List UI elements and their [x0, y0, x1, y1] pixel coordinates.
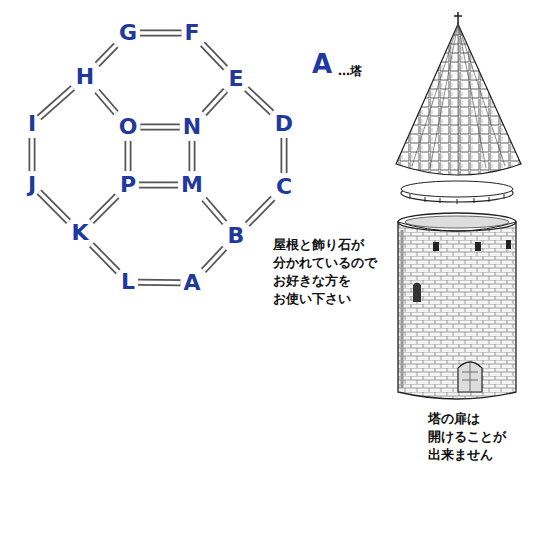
wall-connector	[247, 198, 273, 224]
wall-connector	[139, 185, 178, 186]
tower-letter: P	[118, 172, 138, 198]
node-letter: N	[183, 115, 201, 139]
node-letter: H	[76, 65, 94, 89]
tower-letter: H	[74, 64, 96, 90]
wall-connector	[39, 88, 73, 118]
wall-connector	[127, 141, 128, 171]
wall-connector	[92, 245, 118, 272]
node-letter: I	[28, 112, 36, 136]
node-letter: K	[71, 221, 88, 245]
wall-connector	[97, 45, 116, 64]
wall-connector	[203, 44, 226, 68]
wall-connector	[140, 33, 181, 34]
note-text: 塔の扉は 開けることが 出来ません	[428, 410, 514, 464]
node-letter: F	[184, 21, 199, 45]
tower-letter: O	[117, 114, 140, 140]
wall-connector	[138, 282, 180, 284]
tower-letter: B	[226, 223, 247, 249]
node-letter: M	[181, 173, 203, 197]
tower-letter: F	[182, 20, 201, 46]
node-letter: C	[276, 175, 292, 199]
tower-letter: A	[181, 270, 202, 296]
key-text: …塔	[338, 64, 362, 78]
node-letter: L	[121, 270, 135, 294]
wall-connector	[92, 196, 117, 221]
node-letter: A	[183, 271, 200, 295]
tower-letter: D	[273, 111, 295, 137]
node-letter: E	[228, 67, 243, 91]
key-letter: A	[312, 50, 332, 78]
node-letter: P	[120, 173, 136, 197]
wall-connector	[39, 192, 68, 221]
node-letter: G	[119, 21, 137, 45]
tower-letter: J	[26, 172, 38, 198]
node-letter: O	[119, 115, 138, 139]
tower-letter: G	[117, 20, 139, 46]
tower-letter: I	[26, 111, 38, 137]
tower-letter: M	[179, 172, 205, 198]
tower-letter: L	[119, 269, 137, 295]
wall-connector	[247, 89, 272, 113]
wall-connector	[97, 91, 116, 113]
tower-letter: C	[274, 174, 294, 200]
tower-letter: E	[226, 66, 245, 92]
tower-letter: N	[181, 114, 203, 140]
wall-connector	[283, 138, 284, 173]
wall-connector	[191, 141, 192, 171]
node-letter: D	[275, 112, 293, 136]
note-text: 屋根と飾り石が 分かれているので お好きな方を お使い下さい	[273, 236, 385, 308]
wall-connector	[140, 127, 179, 128]
wall-connector	[204, 248, 225, 271]
wall-connector	[204, 90, 225, 113]
tower-letter: K	[69, 220, 90, 246]
wall-connector	[32, 138, 33, 171]
node-letter: B	[228, 224, 245, 248]
node-letter: J	[28, 173, 36, 197]
wall-connector	[204, 199, 225, 223]
